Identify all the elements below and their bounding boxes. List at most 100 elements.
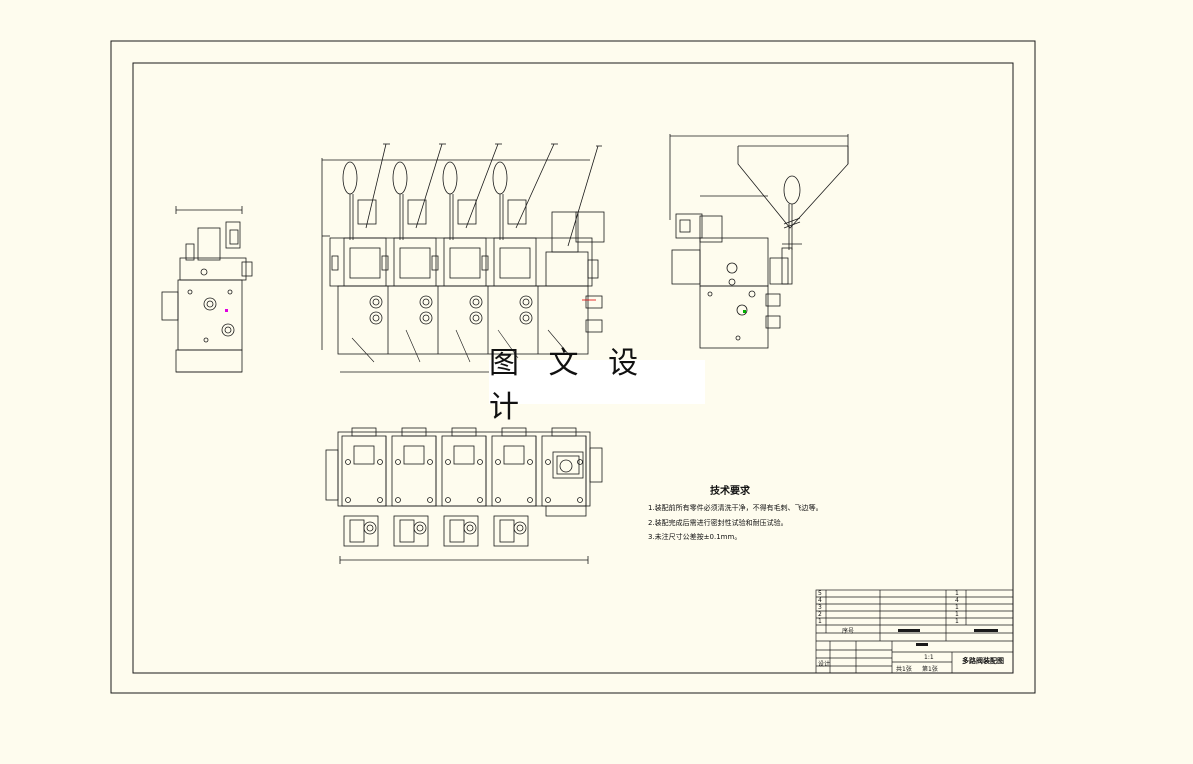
bottom-fitting [513,521,527,535]
solenoid-box [507,199,527,225]
bolt-hole [545,497,551,503]
bottom-solenoid-core [349,519,365,543]
side-port [431,255,439,271]
bottom-solenoid [443,515,479,547]
bottom-section-body [341,435,387,507]
marker-green [743,310,746,313]
port-fitting-inner [422,298,430,306]
port-fitting [369,295,383,309]
valve-body [443,237,487,287]
valve-port-plate [349,247,381,279]
bom-qty: 1 [955,618,959,625]
bottom-fitting-inner [516,524,524,532]
lever-handle [492,161,508,195]
right-side-view [669,134,849,349]
bom-no: 1 [818,618,822,625]
valve-body [493,237,537,287]
lever-handle [342,161,358,195]
bolt-hole [345,459,351,465]
marker-magenta [225,309,228,312]
bom-no: 5 [818,590,822,597]
valve-body [393,237,437,287]
outer-frame [110,40,1036,694]
bottom-sections [341,427,587,547]
leader-line [465,143,499,229]
title-block-drawing-name: 多路阀装配图 [962,657,1004,665]
bottom-fitting-inner [466,524,474,532]
leader-lines-bottom [351,329,571,363]
bolt-hole [477,497,483,503]
mount-plate [453,445,475,465]
bottom-solenoid-core [399,519,415,543]
mount-plate [403,445,425,465]
technical-requirements-title: 技术要求 [710,486,750,497]
port-fitting [469,295,483,309]
left-side-view [161,206,253,373]
bottom-view [325,431,603,564]
valve-port-plate [399,247,431,279]
title-block-sheet-total: 共1张 [896,666,912,673]
leader-line [415,143,443,229]
port-fitting [519,311,533,325]
port-fitting-inner [422,314,430,322]
bolt-hole [377,497,383,503]
bottom-section-body [391,435,437,507]
bottom-section-body [541,435,587,507]
bolt-hole [445,497,451,503]
bolt-hole [445,459,451,465]
port-fitting-inner [472,298,480,306]
bottom-fitting [413,521,427,535]
side-port [381,255,389,271]
bottom-solenoid-core [449,519,465,543]
inner-frame [132,62,1014,674]
bolt-hole [527,497,533,503]
port-fitting-inner [522,298,530,306]
bom-no: 3 [818,604,822,611]
port-fitting-inner [372,314,380,322]
solenoid-box [457,199,477,225]
bolt-hole [577,459,583,465]
mount-plate [503,445,525,465]
technical-requirement-3: 3.未注尺寸公差按±0.1mm。 [648,533,742,541]
bottom-fitting-inner [366,524,374,532]
port-fitting [469,311,483,325]
side-port [331,255,339,271]
mount-plate [353,445,375,465]
bolt-hole [395,497,401,503]
bottom-solenoid-core [499,519,515,543]
bolt-hole [427,497,433,503]
top-cap [351,427,377,437]
bolt-hole [577,497,583,503]
title-block-scale: 1:1 [924,654,934,661]
title-block [815,589,1014,674]
port-fitting [369,311,383,325]
leader-line [365,143,387,229]
port-fitting-inner [372,298,380,306]
bolt-hole [395,459,401,465]
bolt-hole [427,459,433,465]
bom-qty: 4 [955,597,959,604]
technical-requirement-1: 1.装配前所有零件必须清洗干净，不得有毛刺、飞边等。 [648,504,823,512]
title-block-fills [898,629,998,646]
bolt-hole [495,459,501,465]
technical-requirement-2: 2.装配完成后需进行密封性试验和耐压试验。 [648,519,788,527]
bolt-hole [545,459,551,465]
bom-qty: 1 [955,611,959,618]
front-sections [331,143,558,325]
solenoid-box [357,199,377,225]
port-fitting [519,295,533,309]
valve-port-plate [499,247,531,279]
bottom-solenoid [393,515,429,547]
bottom-solenoid [493,515,529,547]
bottom-fitting-inner [416,524,424,532]
valve-port-plate [449,247,481,279]
bottom-section-body [441,435,487,507]
top-cap [551,427,577,437]
bottom-section-body [491,435,537,507]
bom-qty: 1 [955,604,959,611]
bolt-hole [377,459,383,465]
bom-no: 4 [818,597,822,604]
title-block-sheet-no: 第1张 [922,666,938,673]
port-fitting-inner [472,314,480,322]
bottom-fitting [363,521,377,535]
